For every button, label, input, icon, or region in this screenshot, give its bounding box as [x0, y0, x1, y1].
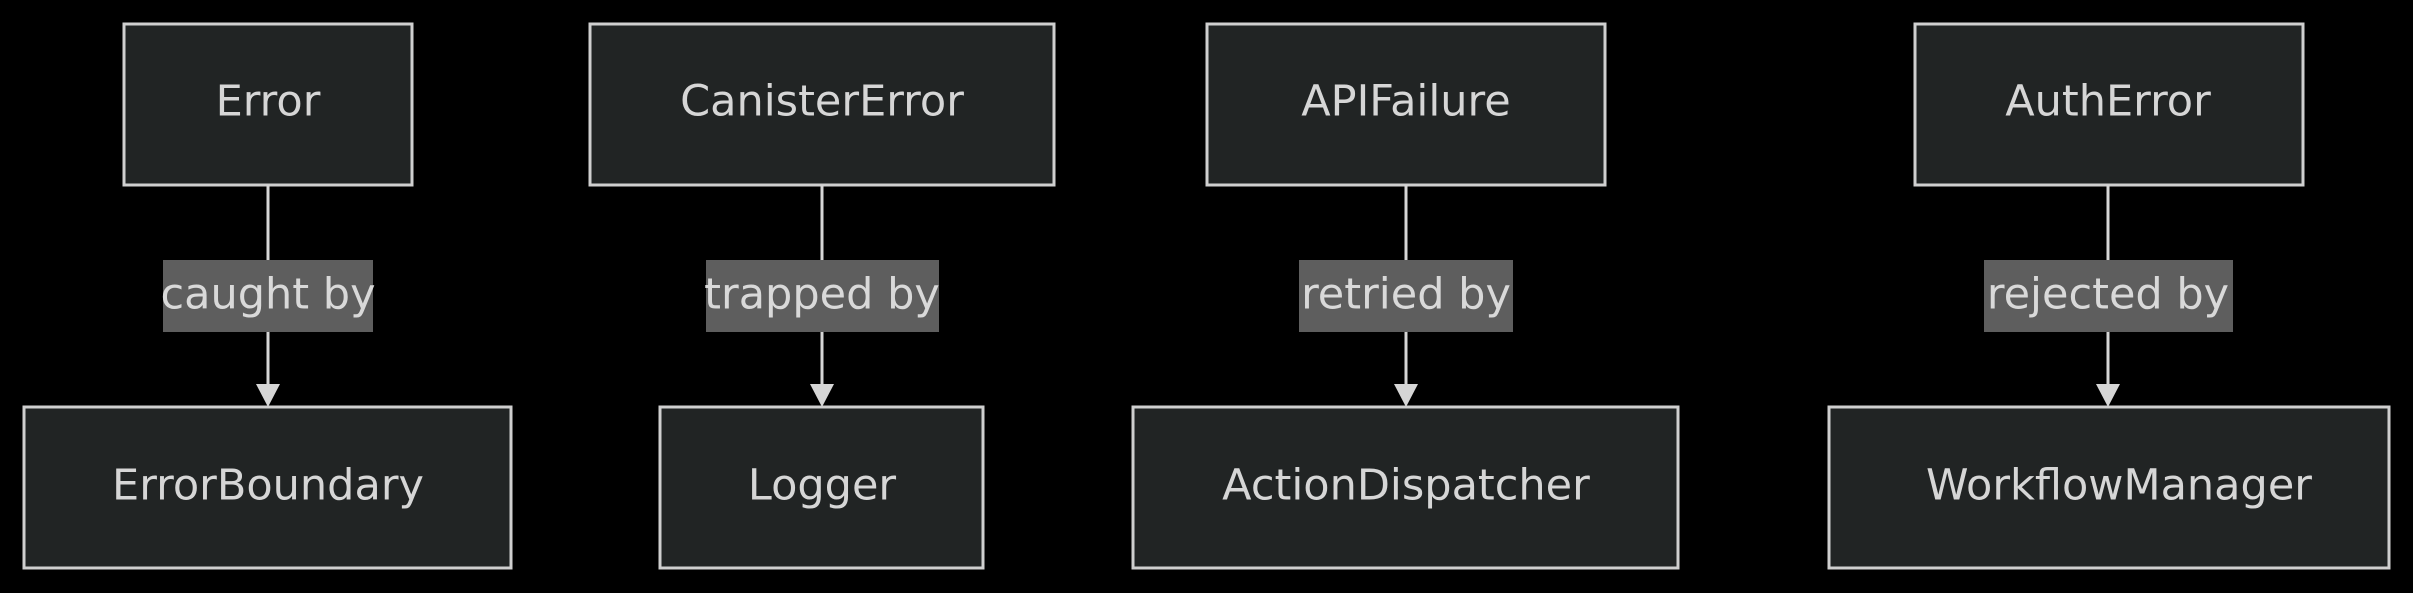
arrow-head-icon — [810, 384, 834, 407]
node-canistererror-label: CanisterError — [680, 77, 964, 127]
chain-autherror: AuthError rejected by WorkflowManager — [1827, 22, 2391, 570]
edge-autherror-to-workflowmanager: rejected by — [1984, 185, 2233, 407]
node-workflowmanager[interactable]: WorkflowManager — [1827, 405, 2391, 570]
node-autherror[interactable]: AuthError — [1913, 22, 2305, 187]
node-actiondispatcher[interactable]: ActionDispatcher — [1131, 405, 1680, 570]
edge-label-retried-by: retried by — [1301, 270, 1511, 320]
node-workflowmanager-label: WorkflowManager — [1926, 461, 2312, 511]
edge-apifailure-to-actiondispatcher: retried by — [1299, 185, 1513, 407]
node-errorboundary-label: ErrorBoundary — [112, 461, 424, 511]
node-actiondispatcher-label: ActionDispatcher — [1222, 461, 1590, 511]
node-error[interactable]: Error — [122, 22, 414, 187]
node-apifailure-label: APIFailure — [1301, 77, 1511, 127]
node-error-label: Error — [216, 77, 321, 127]
arrow-head-icon — [2096, 384, 2120, 407]
chain-canistererror: CanisterError trapped by Logger — [588, 22, 1056, 570]
node-errorboundary[interactable]: ErrorBoundary — [22, 405, 513, 570]
arrow-head-icon — [256, 384, 280, 407]
edge-label-trapped-by: trapped by — [704, 270, 940, 320]
chain-error: Error caught by ErrorBoundary — [22, 22, 513, 570]
node-logger-label: Logger — [748, 461, 897, 511]
node-autherror-label: AuthError — [2005, 77, 2211, 127]
node-apifailure[interactable]: APIFailure — [1205, 22, 1607, 187]
edge-label-rejected-by: rejected by — [1987, 270, 2229, 320]
node-logger[interactable]: Logger — [658, 405, 985, 570]
arrow-head-icon — [1394, 384, 1418, 407]
node-canistererror[interactable]: CanisterError — [588, 22, 1056, 187]
chain-apifailure: APIFailure retried by ActionDispatcher — [1131, 22, 1680, 570]
edge-canistererror-to-logger: trapped by — [704, 185, 940, 407]
edge-error-to-errorboundary: caught by — [160, 185, 376, 407]
edge-label-caught-by: caught by — [160, 270, 375, 320]
